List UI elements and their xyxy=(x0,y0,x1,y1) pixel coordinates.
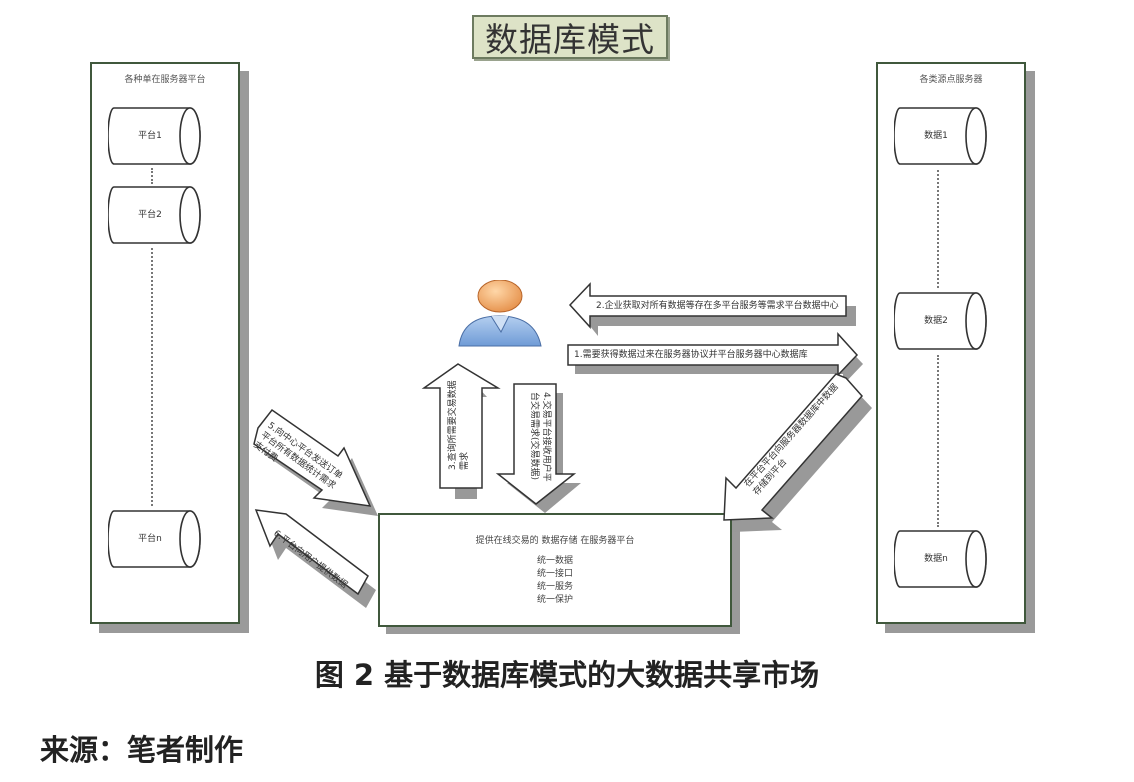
left-panel-title: 各种单在服务器平台 xyxy=(124,75,206,85)
source-label-n: 数据n xyxy=(924,554,948,564)
platform-cylinder-1: 平台1 xyxy=(108,107,201,165)
left-dots-upper xyxy=(151,168,153,184)
platform-label-1: 平台1 xyxy=(138,131,162,141)
arrow-diagonal-right-shape xyxy=(723,373,872,532)
source-cylinder-1: 数据1 xyxy=(894,107,987,165)
user-icon xyxy=(455,279,547,370)
arrow-down-shape xyxy=(495,383,581,513)
arrow-top-right-shape xyxy=(568,282,856,336)
right-dots-lower xyxy=(937,355,939,527)
source-note: 来源：笔者制作 xyxy=(40,733,244,767)
central-item-2: 统一接口 xyxy=(536,569,573,579)
arrow-label-top-right: 2.企业获取对所有数据等存在多平台服务等需求平台数据中心 xyxy=(596,301,839,311)
right-dots-upper xyxy=(937,170,939,288)
arrow-up-shape xyxy=(421,363,501,499)
source-cylinder-n: 数据n xyxy=(894,530,987,588)
source-label-1: 数据1 xyxy=(924,131,948,141)
arrow-mid-right-shape xyxy=(567,332,863,385)
arrow-label-up: 3.查询所需要交易数据需求 xyxy=(448,380,470,470)
platform-cylinder-n: 平台n xyxy=(108,510,201,568)
arrow-label-mid-right: 1.需要获得数据过来在服务器协议并平台服务器中心数据库 xyxy=(574,350,808,360)
central-item-4: 统一保护 xyxy=(536,595,573,605)
source-label-2: 数据2 xyxy=(924,316,948,326)
arrow-left-upper-shape xyxy=(253,408,378,516)
arrow-left-lower-shape xyxy=(254,509,376,608)
platform-cylinder-2: 平台2 xyxy=(108,186,201,244)
right-panel-title: 各类源点服务器 xyxy=(919,75,983,85)
central-title: 提供在线交易的 数据存储 在服务器平台 xyxy=(475,536,635,546)
central-platform-box: 提供在线交易的 数据存储 在服务器平台 统一数据 统一接口 统一服务 统一保护 xyxy=(378,513,732,627)
left-dots-lower xyxy=(151,248,153,506)
central-item-list: 统一数据 统一接口 统一服务 统一保护 xyxy=(380,555,730,607)
central-item-3: 统一服务 xyxy=(536,582,573,592)
arrow-label-down: 4.交易平台接收用户平台交易需求(交易数据) xyxy=(529,392,551,482)
diagram-title: 数据库模式 xyxy=(472,15,668,59)
central-item-1: 统一数据 xyxy=(536,556,573,566)
figure-caption: 图 2 基于数据库模式的大数据共享市场 xyxy=(314,658,820,692)
platform-label-n: 平台n xyxy=(138,534,162,544)
platform-label-2: 平台2 xyxy=(138,210,162,220)
source-cylinder-2: 数据2 xyxy=(894,292,987,350)
